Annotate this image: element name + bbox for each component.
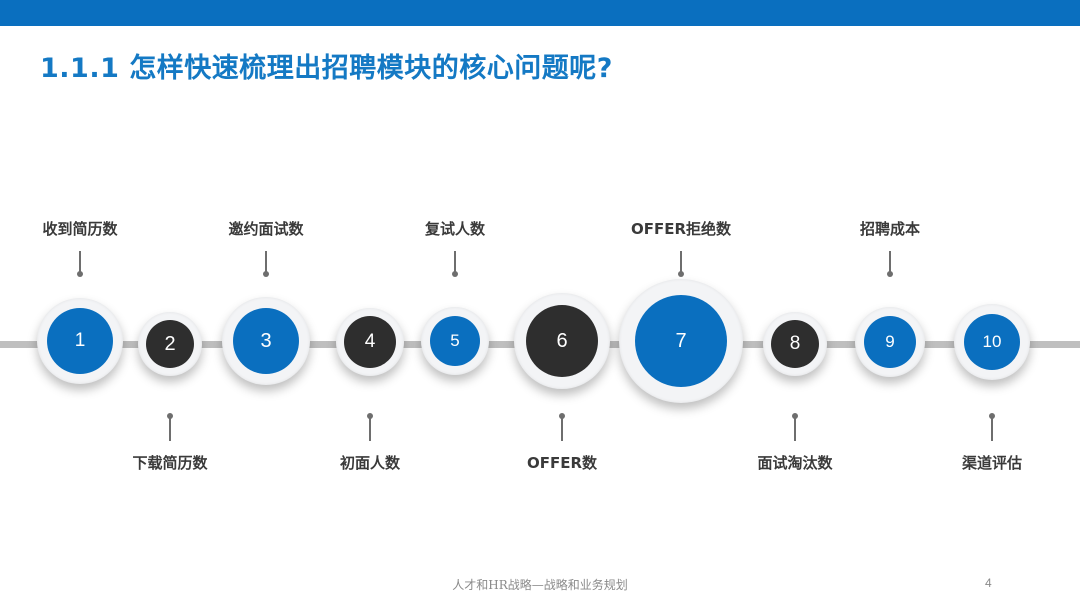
step-connector-dot-6: [559, 413, 565, 419]
step-connector-dot-2: [167, 413, 173, 419]
step-connector-dot-1: [77, 271, 83, 277]
step-connector-6: [561, 418, 563, 441]
step-number-6: 6: [526, 305, 598, 377]
step-circle-2: 2: [138, 312, 202, 376]
step-connector-9: [889, 251, 891, 274]
step-number-10: 10: [964, 314, 1020, 370]
step-connector-dot-5: [452, 271, 458, 277]
step-connector-dot-10: [989, 413, 995, 419]
step-circle-7: 7: [619, 279, 743, 403]
step-circle-6: 6: [514, 293, 610, 389]
step-connector-dot-8: [792, 413, 798, 419]
step-connector-8: [794, 418, 796, 441]
step-circle-10: 10: [954, 304, 1030, 380]
step-label-5: 复试人数: [424, 220, 485, 238]
step-label-7: OFFER拒绝数: [630, 220, 732, 238]
footer-text: 人才和HR战略—战略和业务规划: [452, 578, 628, 592]
step-circle-3: 3: [222, 297, 310, 385]
step-connector-3: [265, 251, 267, 274]
step-circle-5: 5: [421, 307, 489, 375]
step-connector-dot-7: [678, 271, 684, 277]
step-connector-dot-9: [887, 271, 893, 277]
step-number-7: 7: [635, 295, 727, 387]
step-label-6: OFFER数: [526, 454, 598, 472]
step-circle-4: 4: [336, 308, 404, 376]
step-connector-dot-4: [367, 413, 373, 419]
step-connector-dot-3: [263, 271, 269, 277]
step-connector-4: [369, 418, 371, 441]
step-number-2: 2: [146, 320, 194, 368]
step-connector-2: [169, 418, 171, 441]
step-number-1: 1: [47, 308, 113, 374]
step-number-3: 3: [233, 308, 299, 374]
step-connector-5: [454, 251, 456, 274]
step-circle-9: 9: [855, 307, 925, 377]
step-label-1: 收到简历数: [42, 220, 118, 238]
step-circle-1: 1: [37, 298, 123, 384]
slide-title: 1.1.1 怎样快速梳理出招聘模块的核心问题呢?: [40, 53, 613, 84]
step-circle-8: 8: [763, 312, 827, 376]
page-number: 4: [985, 576, 992, 590]
step-connector-1: [79, 251, 81, 274]
step-number-8: 8: [771, 320, 819, 368]
step-label-9: 招聘成本: [859, 220, 920, 238]
step-number-4: 4: [344, 316, 396, 368]
step-number-5: 5: [430, 316, 480, 366]
step-label-10: 渠道评估: [961, 454, 1022, 472]
step-connector-10: [991, 418, 993, 441]
step-label-8: 面试淘汰数: [757, 454, 833, 472]
step-number-9: 9: [864, 316, 916, 368]
step-label-2: 下载简历数: [132, 454, 208, 472]
step-label-3: 邀约面试数: [228, 220, 304, 238]
header-bar: [0, 0, 1080, 26]
step-label-4: 初面人数: [339, 454, 400, 472]
step-connector-7: [680, 251, 682, 274]
